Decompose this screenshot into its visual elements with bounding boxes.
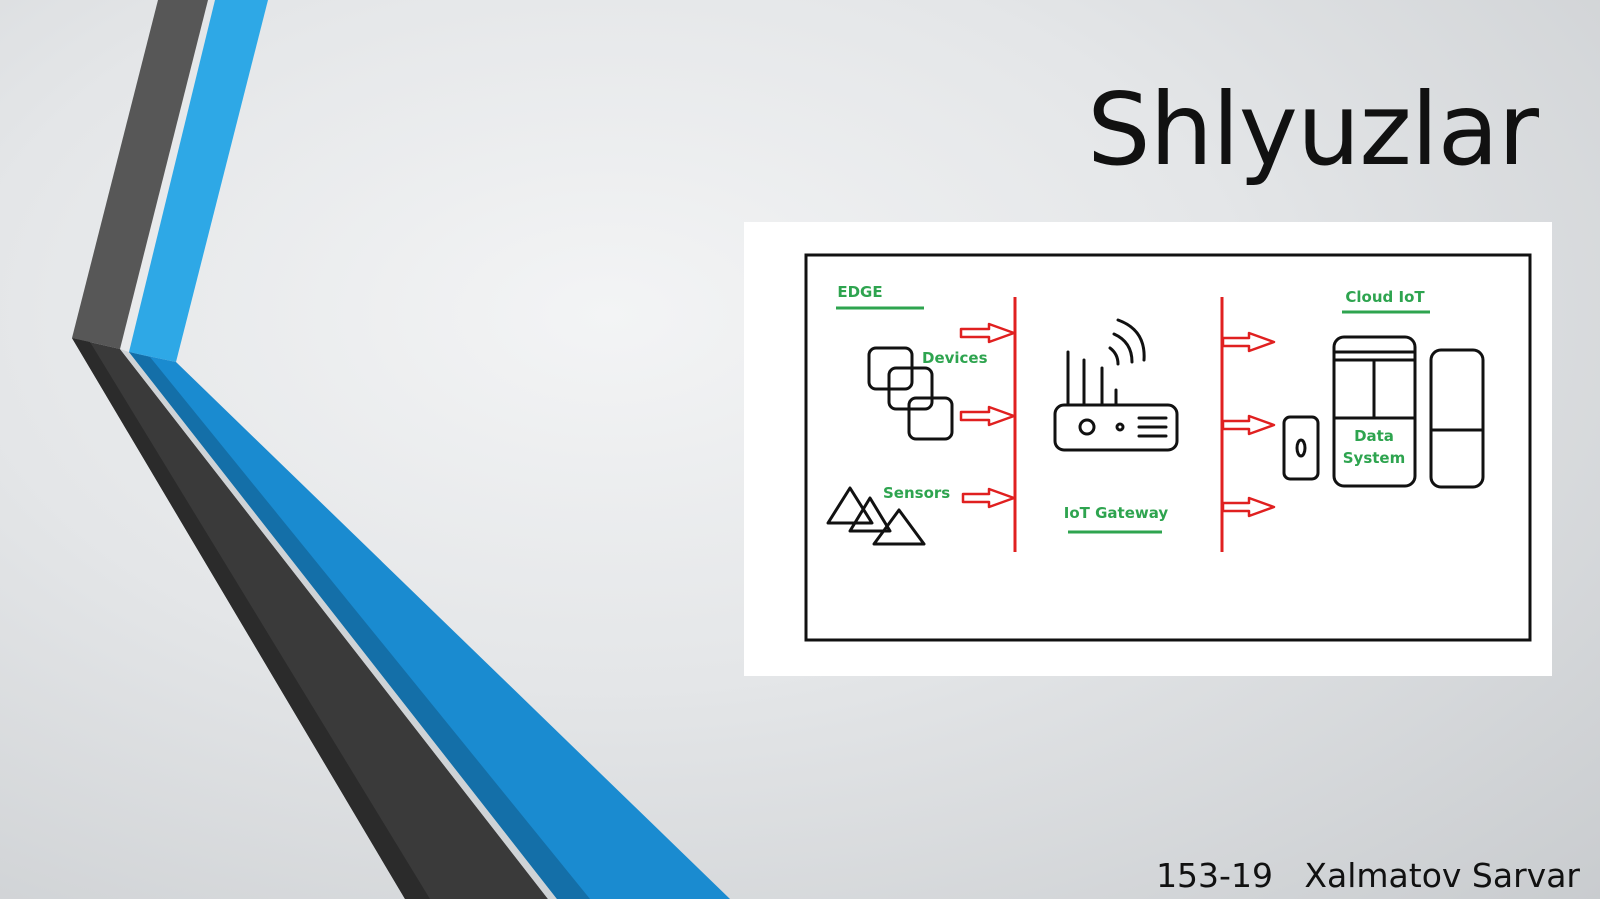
- gateway-label: IoT Gateway: [1064, 504, 1169, 522]
- diagram-canvas: EDGE Devices Sensors: [804, 253, 1532, 642]
- arrow-icon: [961, 487, 1016, 509]
- devices-icon: [867, 346, 954, 441]
- router-icon: [1053, 318, 1179, 452]
- arrow-icon: [1221, 331, 1276, 353]
- light-blue-stripe: [129, 0, 268, 362]
- data-system-label-line1: Data: [1354, 427, 1394, 445]
- cloud-label: Cloud IoT: [1345, 288, 1425, 306]
- slide-title: Shlyuzlar: [1087, 71, 1539, 188]
- arrow-icon: [1221, 414, 1276, 436]
- arrow-icon: [1221, 496, 1276, 518]
- devices-label: Devices: [922, 349, 988, 367]
- edge-label: EDGE: [837, 283, 882, 301]
- sensors-icon: [826, 486, 926, 546]
- slide-footer: 153-19 Xalmatov Sarvar: [1156, 856, 1580, 895]
- sensors-label: Sensors: [883, 484, 950, 502]
- server-icon: [1282, 335, 1485, 489]
- data-system-label-line2: System: [1343, 449, 1405, 467]
- dark-band: [72, 338, 548, 899]
- blue-band-shade: [129, 352, 590, 899]
- edge-arrows: [959, 322, 1016, 509]
- arrow-icon: [959, 322, 1016, 344]
- diagram-frame: [804, 253, 1532, 642]
- arrow-icon: [959, 405, 1016, 427]
- gray-stripe: [72, 0, 208, 349]
- cloud-arrows: [1221, 331, 1276, 518]
- separator-highlight: [120, 349, 557, 899]
- blue-band: [129, 352, 730, 899]
- iot-gateway-diagram: EDGE Devices Sensors: [744, 222, 1552, 676]
- dark-band-shade: [72, 338, 430, 899]
